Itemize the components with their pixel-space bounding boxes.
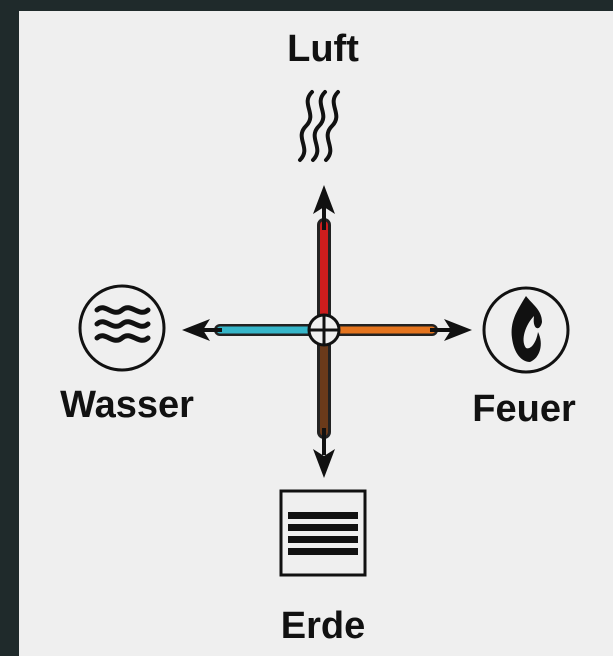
air-waves-icon [298,90,340,162]
label-wasser: Wasser [60,384,194,426]
arrow-up [313,185,335,230]
label-luft: Luft [287,28,359,70]
water-waves-icon [78,284,166,372]
label-feuer: Feuer [472,388,576,430]
crossed-circle-icon [307,313,341,347]
earth-layers-icon [279,489,367,577]
arrow-down [313,428,335,478]
flame-icon [482,286,570,374]
label-erde: Erde [280,605,366,647]
arrow-right [430,319,472,341]
arrow-left [182,319,222,341]
